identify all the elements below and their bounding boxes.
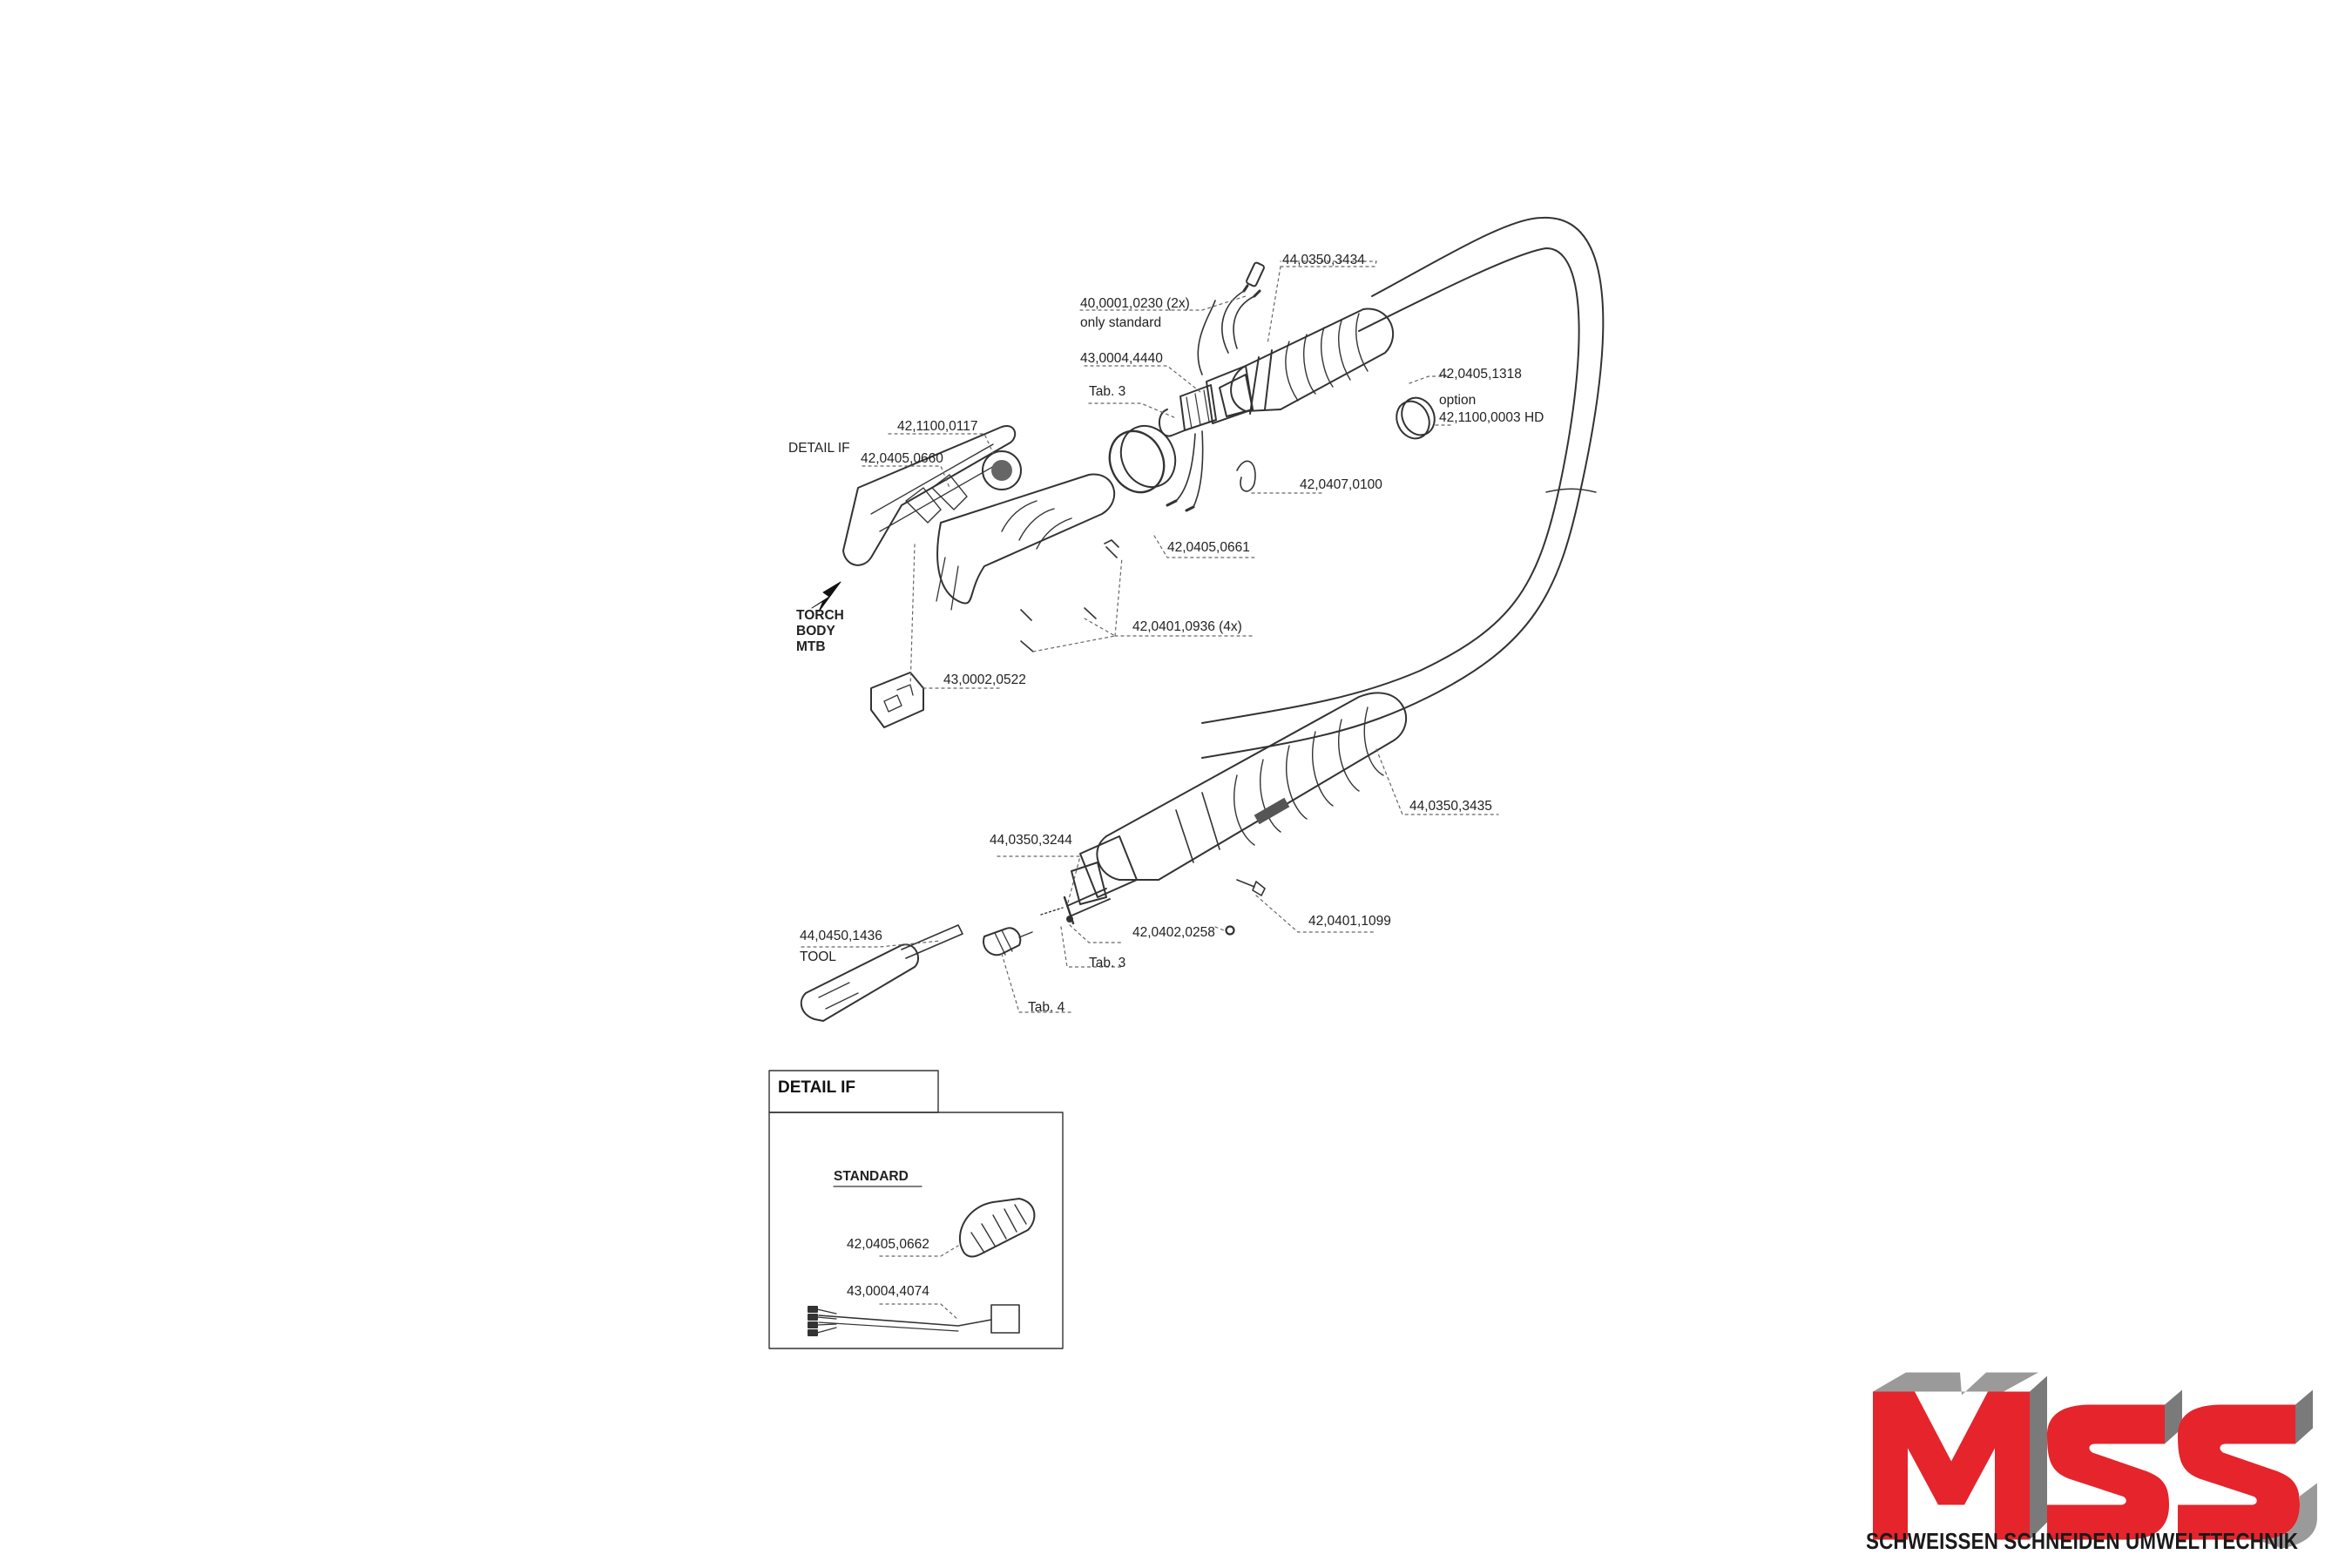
- detail-standard-label: STANDARD: [834, 1169, 909, 1184]
- label-p8-option: option: [1439, 393, 1477, 408]
- label-p5: 42,1100,0117: [897, 419, 978, 434]
- label-p4: Tab. 3: [1089, 384, 1126, 399]
- logo-letter-s1: [2047, 1389, 2182, 1540]
- label-p10: 42,0405,0661: [1167, 540, 1250, 555]
- torch-body-arrow: [811, 581, 841, 612]
- label-p15: 42,0401,1099: [1308, 914, 1391, 929]
- sleeve-0230: [1246, 261, 1265, 287]
- detail-if-box: [768, 1070, 1064, 1349]
- label-torch-2: BODY: [796, 624, 835, 639]
- mss-logo: [1873, 1372, 2317, 1549]
- label-torch-1: TORCH: [796, 608, 844, 623]
- label-p11: 42,0401,0936 (4x): [1132, 619, 1242, 634]
- label-p12: 43,0002,0522: [943, 672, 1026, 687]
- label-p8-hd: 42,1100,0003 HD: [1439, 410, 1544, 425]
- upper-handle: [1219, 308, 1395, 417]
- connector-assembly: [1159, 284, 1261, 512]
- label-p18-note: TOOL: [800, 950, 836, 964]
- detail-part-a: 42,0405,0662: [847, 1237, 929, 1252]
- neck-tube: [1066, 888, 1111, 917]
- label-p1: 40,0001,0230 (2x): [1080, 296, 1190, 311]
- cable-hose: [1201, 216, 1605, 759]
- label-p3: 43,0004,4440: [1080, 351, 1163, 366]
- label-p6: 42,0405,0660: [861, 451, 943, 466]
- nut-0661: [1108, 424, 1177, 494]
- logo-letter-s2: [2178, 1389, 2317, 1549]
- label-p7: DETAIL IF: [788, 441, 850, 456]
- label-p18: 44,0450,1436: [800, 929, 882, 943]
- label-p14: 44,0350,3244: [990, 833, 1072, 848]
- handle-shell: [842, 425, 1116, 611]
- label-torch-3: MTB: [796, 639, 826, 654]
- switch-0522: [870, 672, 924, 728]
- label-p17: Tab. 3: [1089, 956, 1126, 970]
- o-ring: [1225, 925, 1235, 936]
- label-p13: 44,0350,3435: [1409, 799, 1492, 814]
- label-p9: 42,0407,0100: [1300, 477, 1382, 492]
- label-p1-note: only standard: [1080, 315, 1162, 330]
- logo-letter-m: [1873, 1372, 2047, 1540]
- contact-insert: [983, 927, 1033, 956]
- screws-0936: [1020, 539, 1119, 652]
- screw-1099: [1236, 879, 1266, 896]
- logo-caption: SCHWEISSEN SCHNEIDEN UMWELTTECHNIK: [1866, 1528, 2299, 1554]
- detail-part-b: 43,0004,4074: [847, 1284, 929, 1299]
- label-p8: 42,0405,1318: [1439, 367, 1522, 382]
- label-p2: 44,0350,3434: [1282, 253, 1365, 267]
- detail-if-title: DETAIL IF: [778, 1078, 856, 1097]
- label-p19: Tab. 4: [1028, 1000, 1065, 1015]
- label-p16: 42,0402,0258: [1132, 925, 1215, 940]
- lower-handle: [1071, 692, 1408, 905]
- ring-1318: [1396, 396, 1436, 440]
